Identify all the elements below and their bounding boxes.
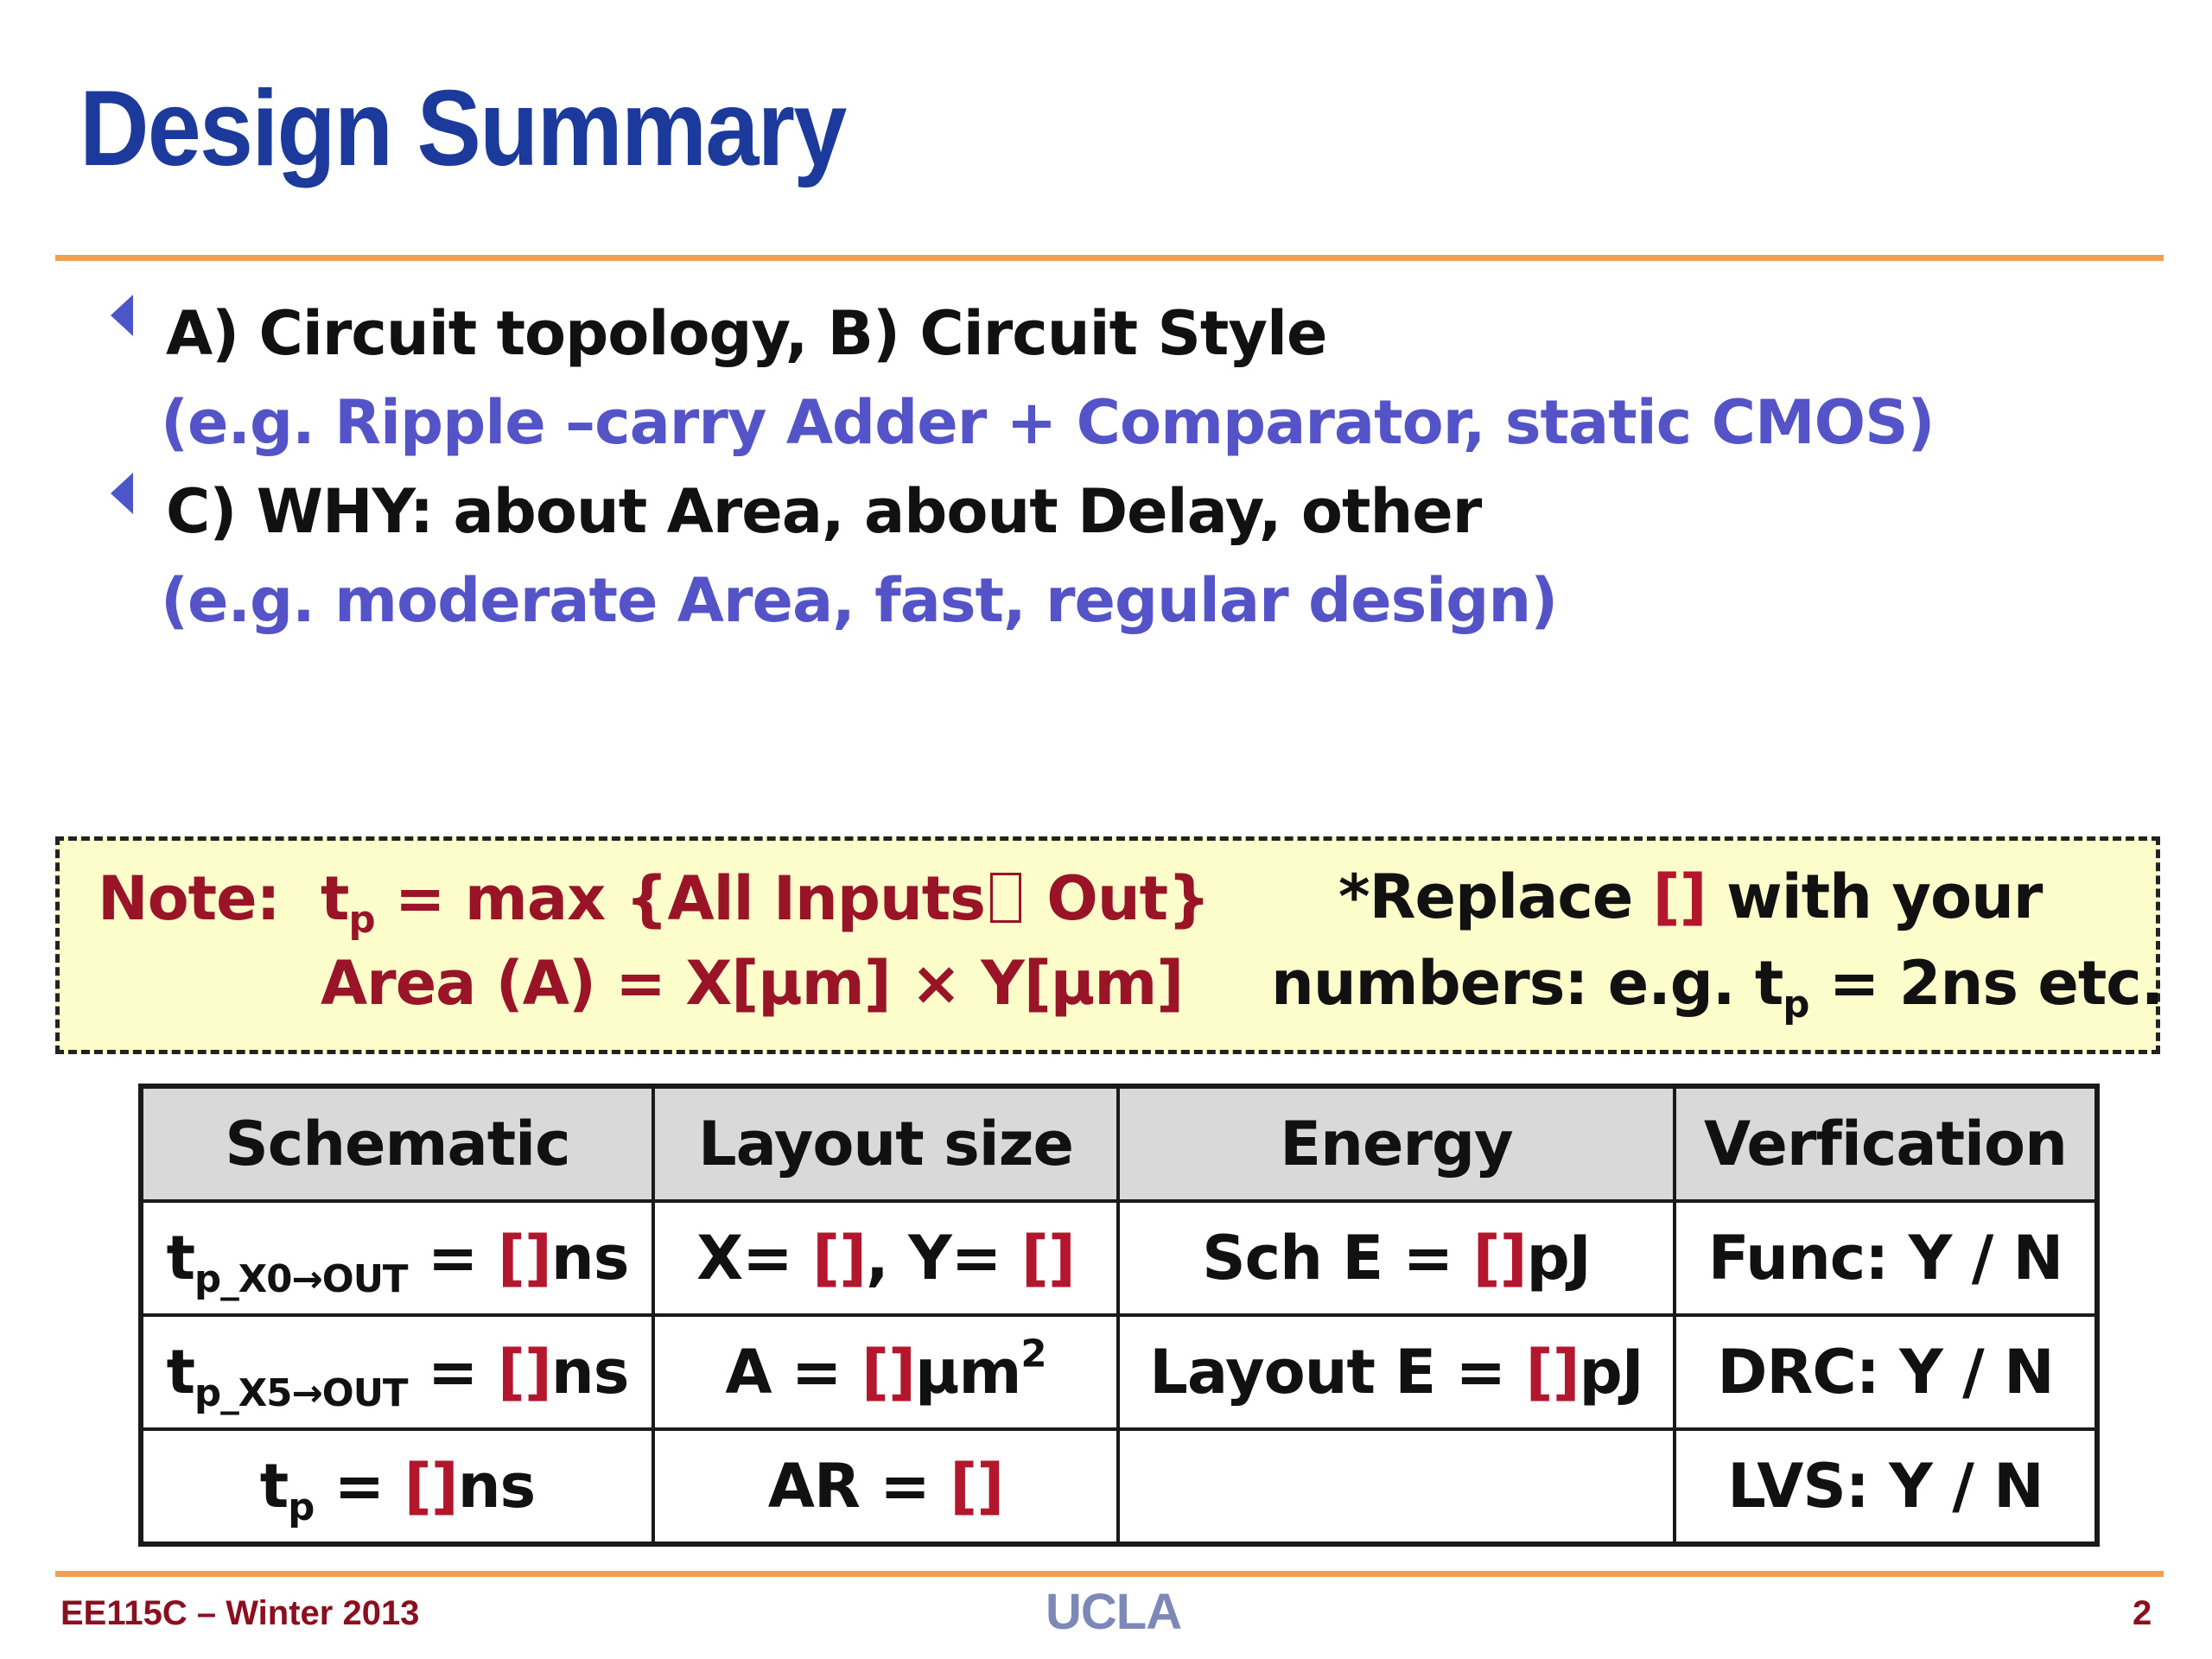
example-text: numbers: e.g. t [1271, 948, 1783, 1019]
bullet-triangle-icon [111, 473, 133, 514]
bullet-heading: A) Circuit topology, B) Circuit Style [166, 298, 1327, 369]
cell-schematic: tp_X0→OUT = []ns [139, 1199, 655, 1317]
placeholder-bracket: [] [1652, 861, 1707, 932]
bullet-triangle-icon [111, 295, 133, 336]
cell-unit: µm [914, 1337, 1021, 1408]
missing-glyph-icon [989, 873, 1021, 923]
replace-text-tail: with your [1706, 861, 2043, 932]
placeholder-bracket: [] [1472, 1223, 1528, 1294]
cell-text: Sch E = [1202, 1223, 1473, 1294]
replace-example: numbers: e.g. tp = 2ns etc. [1271, 948, 2164, 1024]
bullet-list: A) Circuit topology, B) Circuit Style (e… [111, 289, 2098, 645]
cell-text: = [314, 1451, 404, 1522]
note-label: Note: [98, 863, 281, 934]
cell-schematic: tp_X5→OUT = []ns [139, 1313, 655, 1431]
cell-text: = [407, 1337, 498, 1408]
placeholder-bracket: [] [950, 1451, 1004, 1522]
cell-layout-size: A = []µm2 [652, 1313, 1120, 1431]
example-text-tail: = 2ns etc. [1808, 948, 2164, 1019]
header-energy: Energy [1116, 1084, 1676, 1203]
placeholder-bracket: [] [1020, 1223, 1076, 1294]
page-number: 2 [2133, 1594, 2152, 1632]
cell-unit: ns [550, 1223, 629, 1294]
table-row: tp = []ns AR = [] LVS: Y / N [139, 1427, 2099, 1546]
cell-schematic: tp = []ns [139, 1427, 655, 1546]
footer-course: EE115C – Winter 2013 [60, 1594, 420, 1632]
tp-subscript: p [348, 899, 375, 943]
cell-text: t [259, 1451, 289, 1522]
title-divider [55, 255, 2164, 261]
replace-instruction: *Replace [] with your [1338, 861, 2043, 932]
cell-text: Layout E = [1149, 1337, 1526, 1408]
cell-verification: DRC: Y / N [1673, 1313, 2099, 1431]
placeholder-bracket: [] [404, 1451, 459, 1522]
cell-text: t [166, 1337, 195, 1408]
placeholder-bracket: [] [1525, 1337, 1580, 1408]
cell-text: , Y= [866, 1223, 1021, 1294]
ucla-logo: UCLA [1046, 1584, 1182, 1640]
tp-symbol: t [321, 863, 349, 934]
bullet-item: C) WHY: about Area, about Delay, other (… [111, 467, 2098, 645]
cell-unit: pJ [1579, 1337, 1644, 1408]
table-row: tp_X5→OUT = []ns A = []µm2 Layout E = []… [139, 1313, 2099, 1431]
footer-divider [55, 1571, 2164, 1577]
cell-verification: Func: Y / N [1673, 1199, 2099, 1317]
cell-subscript: p [288, 1486, 315, 1530]
bullet-example: (e.g. Ripple –carry Adder + Comparator, … [161, 387, 1936, 458]
cell-text: t [166, 1223, 195, 1294]
placeholder-bracket: [] [497, 1337, 552, 1408]
area-definition: Area (A) = X[µm] × Y[µm] [321, 948, 1184, 1019]
tp-equation: = max {All Inputs [374, 863, 986, 934]
slide-title: Design Summary [79, 69, 847, 188]
example-subscript: p [1783, 983, 1809, 1027]
cell-energy: Sch E = []pJ [1116, 1199, 1676, 1317]
cell-layout-size: X= [], Y= [] [652, 1199, 1120, 1317]
header-schematic: Schematic [139, 1084, 655, 1203]
cell-verification: LVS: Y / N [1673, 1427, 2099, 1546]
tp-equation-tail: Out} [1026, 863, 1211, 934]
header-verification: Verfication [1673, 1084, 2099, 1203]
cell-layout-size: AR = [] [652, 1427, 1120, 1546]
cell-text: A = [725, 1337, 861, 1408]
bullet-item: A) Circuit topology, B) Circuit Style (e… [111, 289, 2098, 467]
table-header-row: Schematic Layout size Energy Verfication [139, 1084, 2099, 1203]
cell-subscript: p_X0→OUT [194, 1258, 408, 1302]
replace-text: *Replace [1338, 861, 1653, 932]
note-box: Note: tp = max {All Inputs Out} Area (A)… [55, 836, 2164, 1054]
cell-subscript: p_X5→OUT [194, 1372, 408, 1416]
cell-text: AR = [767, 1451, 950, 1522]
cell-unit: ns [457, 1451, 536, 1522]
placeholder-bracket: [] [812, 1223, 867, 1294]
bullet-heading: C) WHY: about Area, about Delay, other [166, 476, 1482, 547]
header-layout-size: Layout size [652, 1084, 1120, 1203]
table-row: tp_X0→OUT = []ns X= [], Y= [] Sch E = []… [139, 1199, 2099, 1317]
cell-superscript: 2 [1020, 1332, 1046, 1376]
cell-energy-empty [1116, 1427, 1676, 1546]
cell-text: = [407, 1223, 498, 1294]
cell-energy: Layout E = []pJ [1116, 1313, 1676, 1431]
cell-unit: pJ [1526, 1223, 1592, 1294]
cell-text: X= [696, 1223, 813, 1294]
placeholder-bracket: [] [861, 1337, 916, 1408]
summary-table: Schematic Layout size Energy Verfication… [138, 1084, 2100, 1547]
placeholder-bracket: [] [497, 1223, 552, 1294]
tp-definition: tp = max {All Inputs Out} [321, 863, 1211, 939]
cell-unit: ns [550, 1337, 629, 1408]
bullet-example: (e.g. moderate Area, fast, regular desig… [161, 565, 1558, 636]
